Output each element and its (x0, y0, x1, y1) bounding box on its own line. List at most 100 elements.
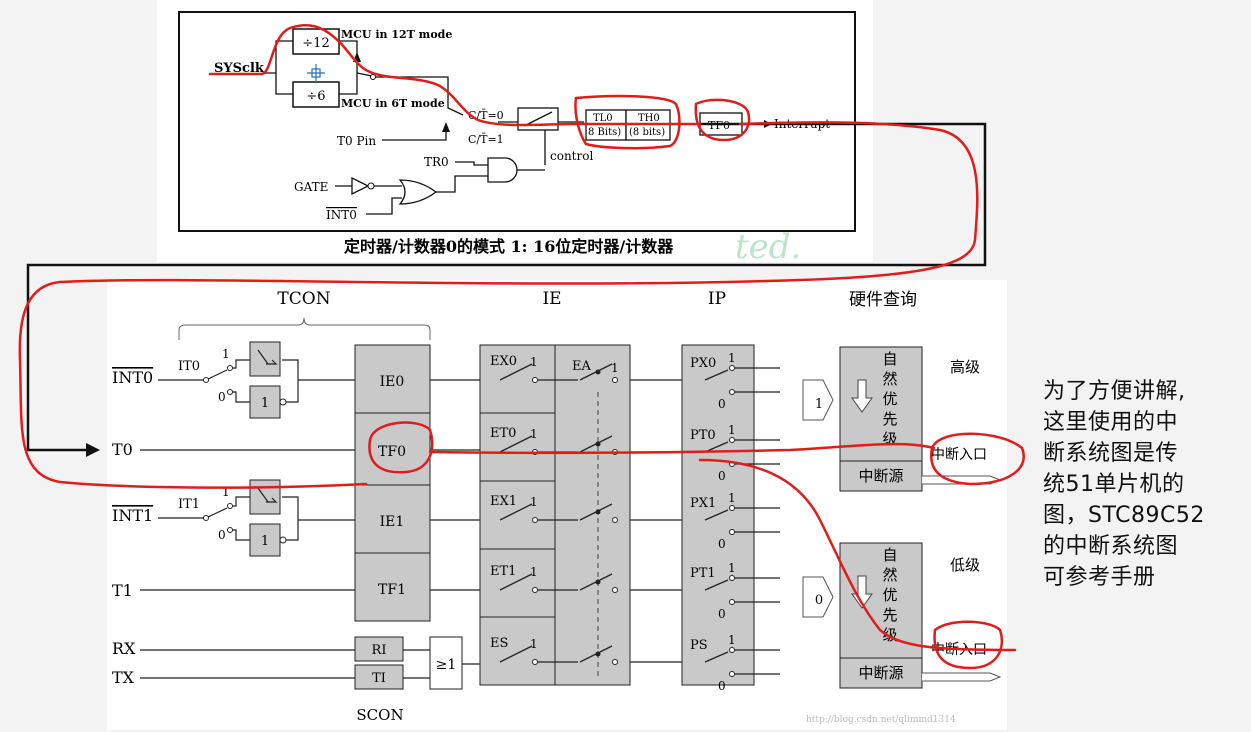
low-priority-box-text: 自然优先级 (882, 546, 897, 644)
ie-column (479, 344, 631, 686)
flag-to-ie-lines (430, 379, 480, 591)
clock-switch-pivot (370, 74, 376, 80)
it1-zero: 0 (218, 528, 226, 542)
ip-switch-label: PT1 (690, 566, 716, 581)
source-int0: INT0 (112, 368, 153, 387)
annotation-to-low-path (698, 458, 1017, 652)
ie-switch-label: EX1 (490, 494, 517, 509)
tf0-connection-line (26, 122, 987, 452)
mode-12t-label: MCU in 12T mode (341, 28, 452, 41)
ie-switch-layer (499, 363, 618, 665)
ie-switch-et1 (499, 573, 618, 593)
low-level-label: 低级 (950, 556, 980, 574)
ip-switch-zero: 0 (718, 397, 726, 411)
high-priority-block (802, 346, 1002, 492)
int1-trigger-select: 1 (158, 479, 355, 557)
th0-label: TH0 (638, 113, 660, 124)
source-t1: T1 (112, 581, 133, 600)
ie-switch-ex0 (499, 363, 618, 383)
annotation-counter-circle (574, 94, 681, 150)
tcon-header: TCON (277, 289, 330, 309)
high-source-label: 中断源 (858, 467, 903, 485)
ie-switch-label: EX0 (490, 354, 517, 369)
control-label: control (550, 149, 593, 163)
and-gate (487, 157, 518, 183)
tf0-flag-label: TF0 (708, 119, 730, 132)
source-t0: T0 (112, 440, 133, 459)
high-value: 1 (815, 397, 823, 412)
high-entry-label: 中断入口 (931, 447, 987, 463)
flag-tf1: TF1 (378, 582, 406, 598)
mode-6t-label: MCU in 6T mode (341, 97, 445, 110)
ie-header: IE (542, 289, 561, 309)
th0-bits: (8 bits) (629, 127, 665, 138)
low-source-label: 中断源 (858, 664, 903, 682)
it1-label: IT1 (178, 497, 200, 512)
ip-switch-ps (704, 647, 780, 677)
tr0-wiring (455, 161, 488, 166)
not-gate (351, 176, 370, 196)
ip-switch-one: 1 (728, 491, 736, 505)
ie-switch-one: 1 (530, 565, 538, 579)
top-watermark: ted. (735, 227, 801, 267)
ip-switch-label: PT0 (690, 428, 716, 443)
not-bubble (367, 182, 375, 190)
or-inputs (366, 185, 402, 215)
divide-6-box (292, 81, 340, 108)
t0-pin-label: T0 Pin (337, 134, 376, 148)
annotation-tf0-circle (694, 98, 751, 142)
int0-top-label: INT0 (326, 208, 357, 222)
it0-label: IT0 (178, 359, 200, 374)
source-int1: INT1 (112, 506, 153, 525)
ie-switch-label: ET1 (490, 564, 516, 579)
low-priority-block (802, 542, 1002, 689)
ct0-label: C/T̄=0 (468, 109, 504, 122)
ip-switch-px1 (704, 505, 780, 535)
crosshair-icon (307, 64, 325, 82)
ip-switch-one: 1 (728, 423, 736, 437)
annotation-low-entry-circle (933, 620, 1004, 670)
ea-label: EA (572, 359, 591, 374)
ie-switch-one: 1 (530, 355, 538, 369)
or-gate (398, 179, 438, 205)
ip-switch-zero: 0 (718, 537, 726, 551)
int0-trigger-select: 1 (158, 341, 355, 419)
tl0-bits: 8 Bits) (588, 127, 621, 138)
high-priority-box-text: 自然优先级 (882, 350, 897, 448)
ie-switch-ex1 (499, 503, 618, 523)
ip-switch-label: PX1 (690, 496, 716, 511)
interrupt-structure-panel: TCON IE IP 硬件查询 INT0 T0 INT1 T1 RX TX 1 … (107, 280, 1007, 730)
it0-zero: 0 (218, 390, 226, 404)
top-panel-bg (157, 0, 873, 262)
annotation-clock-path (208, 24, 702, 127)
timer0-mode1-panel: ÷12 ÷6 MCU in 12T mode MCU in 6T mode SY… (157, 0, 873, 267)
ip-switch-one: 1 (728, 561, 736, 575)
ip-switch-layer (704, 365, 780, 677)
ip-switch-zero: 0 (718, 679, 726, 693)
top-panel-border (178, 11, 856, 232)
ip-switch-one: 1 (728, 351, 736, 365)
ie-switch-one: 1 (530, 427, 538, 441)
annotation-to-high-path (428, 442, 936, 455)
ip-switch-zero: 0 (718, 607, 726, 621)
ct1-label: C/T̄=1 (468, 133, 504, 146)
ip-switch-one: 1 (728, 633, 736, 647)
ie-switch-label: ES (490, 636, 508, 651)
annotation-high-entry-circle (930, 432, 1025, 486)
svg-text:1: 1 (261, 396, 269, 411)
it0-one: 1 (222, 347, 230, 361)
high-level-label: 高级 (950, 358, 980, 376)
clock-wiring (262, 40, 373, 95)
ea-one: 1 (611, 361, 619, 375)
ip-switch-zero: 0 (718, 469, 726, 483)
tf0-connection-arrowhead (86, 443, 100, 457)
annotation-tf0-flag-circle (368, 421, 434, 474)
bottom-watermark: http://blog.csdn.net/qlimmd1314 (806, 715, 956, 725)
svg-text:1: 1 (261, 534, 269, 549)
ct-arrow (442, 122, 450, 132)
ie-switch-one: 1 (530, 637, 538, 651)
source-lines (140, 449, 480, 679)
ie-switch-es (499, 645, 618, 665)
